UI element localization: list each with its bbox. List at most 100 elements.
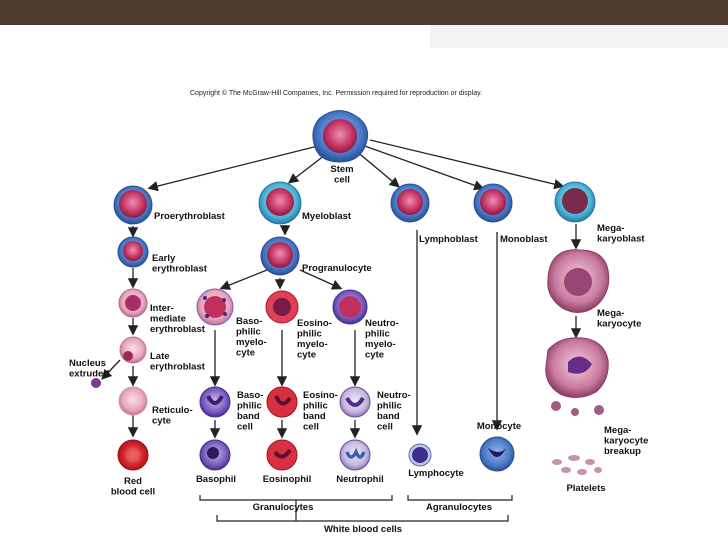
megakaryocyte-breakup-cell	[545, 337, 609, 416]
eosinophilic-band-cell	[266, 386, 298, 418]
arrow-stem-to-monoblast	[361, 144, 485, 191]
label-line: cell	[377, 421, 393, 432]
label-line: philic	[303, 400, 328, 411]
label-platelets: Platelets	[566, 483, 605, 494]
megakaryoblast-cell	[554, 181, 596, 223]
arrow-stem-to-megakaryoblast	[369, 139, 565, 190]
label-line: Late	[150, 351, 170, 362]
eosinophil-cell	[266, 439, 298, 471]
label-line: philic	[365, 328, 390, 339]
label-line: Eosino-	[303, 390, 338, 401]
label-line: philic	[297, 328, 322, 339]
label-line: erythroblast	[152, 263, 208, 274]
progranulocyte-cell	[260, 236, 300, 276]
label-line: myelo-	[236, 337, 267, 348]
label-megakaryoblast: Mega-karyoblast	[597, 223, 645, 244]
label-line: mediate	[150, 313, 186, 324]
label-line: Mega-	[597, 223, 624, 234]
label-line: Monocyte	[477, 421, 521, 432]
lymphocyte-cell	[408, 443, 432, 467]
arrow-progranulocyte-to-neutrophilic	[299, 269, 343, 290]
label-line: breakup	[604, 446, 641, 457]
megakaryocyte-cell	[547, 249, 610, 313]
label-line: Eosinophil	[263, 474, 312, 485]
arrow-stem-to-myeloblast	[287, 154, 326, 184]
top-bar	[0, 0, 728, 25]
label-line: Neutro-	[377, 390, 411, 401]
stem-cell	[312, 110, 369, 163]
label-line: cyte	[236, 347, 255, 358]
label-line: Red	[124, 476, 142, 487]
header-band-right	[430, 25, 728, 48]
label-lymphocyte: Lymphocyte	[408, 468, 464, 479]
intermediate-erythroblast-cell	[118, 288, 148, 318]
basophilic-myelocyte-cell	[196, 288, 234, 326]
label-monoblast: Monoblast	[500, 234, 548, 245]
label-line: Platelets	[566, 483, 605, 494]
platelets-cluster	[552, 455, 602, 475]
late-erythroblast-cell	[119, 336, 147, 364]
basophil-cell	[199, 439, 231, 471]
label-line: cyte	[297, 349, 316, 360]
label-line: myelo-	[365, 339, 396, 350]
label-eosinophil: Eosinophil	[263, 474, 312, 485]
label-line: Myeloblast	[302, 211, 352, 222]
label-line: Early	[152, 253, 176, 264]
label-line: erythroblast	[150, 361, 206, 372]
label-neutrophil: Neutrophil	[336, 474, 384, 485]
arrows	[101, 139, 582, 439]
monoblast-cell	[473, 183, 513, 223]
label-line: band	[377, 411, 400, 422]
label-agranulocytes: Agranulocytes	[426, 502, 492, 513]
agranulocytes-bracket	[407, 495, 513, 501]
reticulocyte-cell	[118, 386, 148, 416]
label-line: Nucleus	[69, 358, 106, 369]
label-basophil: Basophil	[196, 474, 236, 485]
label-line: cyte	[365, 349, 384, 360]
early-erythroblast-cell	[117, 236, 149, 268]
label-line: cell	[237, 421, 253, 432]
label-line: extruded	[69, 368, 109, 379]
group-brackets	[199, 495, 513, 522]
label-line: cyte	[152, 415, 171, 426]
label-megakaryocyte: Mega-karyocyte	[597, 308, 641, 329]
label-line: philic	[237, 400, 262, 411]
label-line: Reticulo-	[152, 405, 193, 416]
label-line: band	[237, 411, 260, 422]
label-proerythroblast: Proerythroblast	[154, 211, 226, 222]
arrow-nucleus-extruded	[101, 359, 121, 380]
arrow-progranulocyte-to-basophilic	[219, 269, 268, 290]
basophilic-band-cell	[199, 386, 231, 418]
label-line: Lymphoblast	[419, 234, 479, 245]
label-lymphoblast: Lymphoblast	[419, 234, 479, 245]
label-line: Eosino-	[297, 318, 332, 329]
arrow-stem-to-lymphoblast	[354, 149, 400, 188]
label-line: blood cell	[111, 486, 155, 497]
red-blood-cell	[117, 439, 149, 471]
label-line: philic	[236, 326, 261, 337]
neutrophilic-myelocyte-cell	[332, 289, 368, 325]
label-line: Progranulocyte	[302, 263, 372, 274]
label-line: myelo-	[297, 339, 328, 350]
extruded-nucleus	[91, 378, 101, 388]
neutrophilic-band-cell	[339, 386, 371, 418]
label-line: philic	[377, 400, 402, 411]
label-line: Neutrophil	[336, 474, 384, 485]
label-line: Mega-	[597, 308, 624, 319]
label-progranulocyte: Progranulocyte	[302, 263, 372, 274]
label-line: Baso-	[236, 316, 262, 327]
label-reticulocyte: Reticulo-cyte	[152, 405, 193, 426]
granulocytes-bracket	[199, 495, 393, 501]
copyright-notice: Copyright © The McGraw-Hill Companies, I…	[190, 90, 483, 97]
